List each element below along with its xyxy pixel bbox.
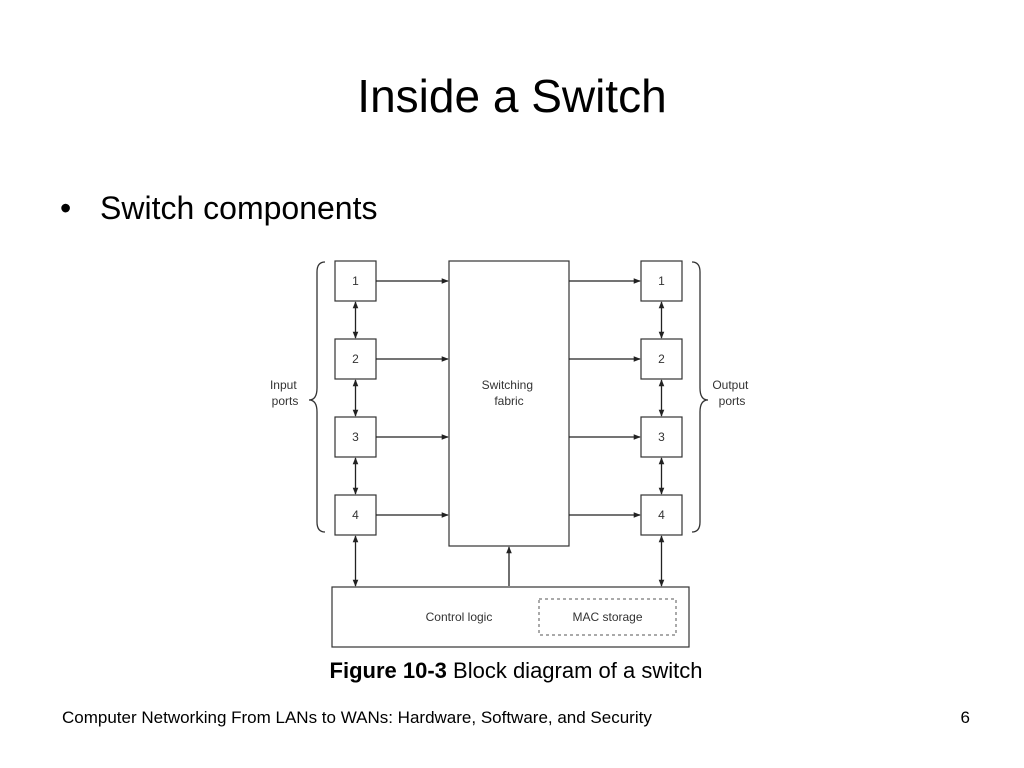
output-port-1: 1	[640, 260, 683, 302]
footer-text: Computer Networking From LANs to WANs: H…	[62, 708, 652, 727]
bullet-text: Switch components	[100, 190, 378, 226]
figure-number: Figure 10-3	[329, 658, 447, 683]
input-port-4: 4	[334, 494, 377, 536]
input-port-2: 2	[334, 338, 377, 380]
bullet-icon: •	[60, 190, 72, 226]
input-ports-brace	[308, 261, 326, 533]
figure-caption: Figure 10-3 Block diagram of a switch	[0, 656, 1024, 686]
input-ports-label: Input ports	[270, 378, 300, 408]
page-number: 6	[960, 708, 970, 727]
output-port-2: 2	[640, 338, 683, 380]
svg-text:4: 4	[658, 508, 665, 522]
switching-fabric: Switching fabric	[448, 260, 570, 547]
svg-text:Switching fabric: Switching fabric	[482, 378, 537, 408]
output-ports-brace	[691, 261, 709, 533]
svg-text:2: 2	[658, 352, 665, 366]
output-ports-label: Output ports	[712, 378, 751, 408]
slide-title: Inside a Switch	[357, 70, 667, 122]
control-logic-label: Control logic	[426, 610, 493, 624]
figure-caption-text: Block diagram of a switch	[453, 658, 703, 683]
svg-text:1: 1	[658, 274, 665, 288]
svg-text:1: 1	[352, 274, 359, 288]
input-port-1: 1	[334, 260, 377, 302]
svg-text:3: 3	[352, 430, 359, 444]
input-to-fabric-arrows	[376, 278, 449, 518]
fabric-to-output-arrows	[569, 278, 641, 518]
bullet-item: • Switch components	[60, 186, 377, 230]
control-logic-block: Control logic MAC storage	[331, 586, 690, 648]
svg-text:2: 2	[352, 352, 359, 366]
mac-storage-box	[538, 598, 677, 636]
input-port-3: 3	[334, 416, 377, 458]
output-port-4: 4	[640, 494, 683, 536]
svg-text:3: 3	[658, 430, 665, 444]
svg-text:4: 4	[352, 508, 359, 522]
mac-storage-label: MAC storage	[572, 610, 642, 624]
output-port-3: 3	[640, 416, 683, 458]
